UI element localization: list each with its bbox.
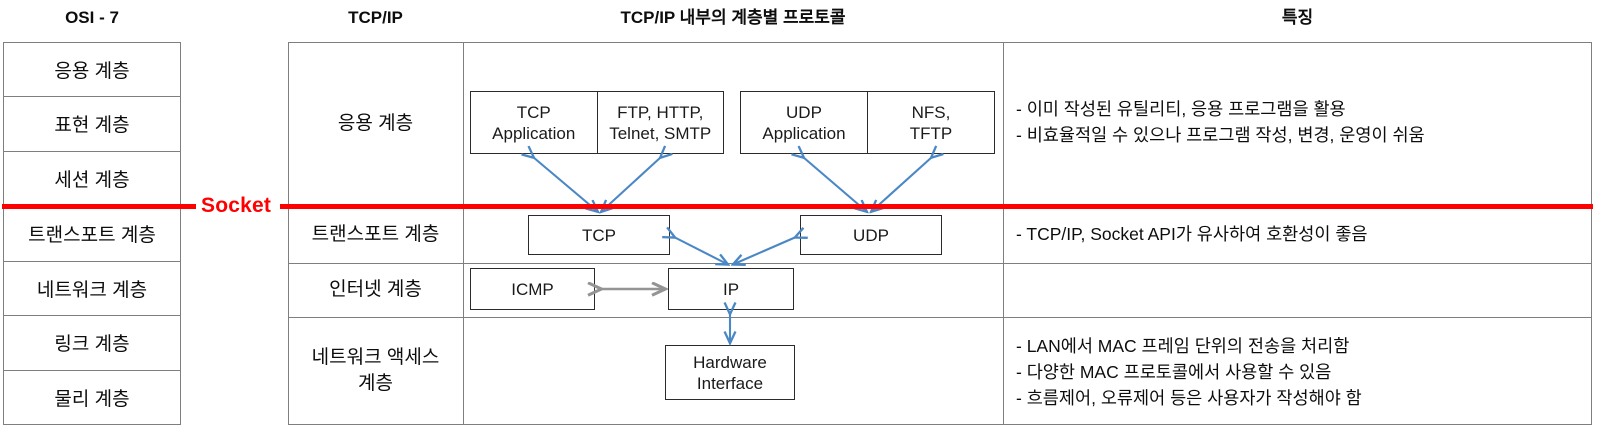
osi-table — [3, 42, 181, 425]
feature-text-transport: - TCP/IP, Socket API가 유사하여 호환성이 좋음 — [1016, 224, 1368, 244]
feature-text-application: - 이미 작성된 유틸리티, 응용 프로그램을 활용 - 비효율적일 수 있으나… — [1016, 99, 1425, 145]
udp-application-box[interactable]: UDP Application — [762, 102, 846, 143]
osi-divider — [3, 315, 181, 317]
udp-application-group: UDP Application NFS, TFTP — [740, 91, 995, 154]
osi-layer-link: 링크 계층 — [54, 334, 130, 355]
header-tcpip: TCP/IP — [348, 8, 403, 27]
tcp-application-group: TCP Application FTP, HTTP, Telnet, SMTP — [470, 91, 724, 154]
osi-divider — [3, 151, 181, 153]
tcp-application-box[interactable]: TCP Application — [492, 102, 576, 143]
tcpip-row-divider-internet-access — [288, 317, 1592, 319]
hardware-interface-box[interactable]: Hardware Interface — [665, 345, 795, 400]
socket-line-right — [280, 204, 1593, 209]
osi-layer-network: 네트워크 계층 — [36, 279, 148, 301]
ip-box[interactable]: IP — [668, 268, 794, 310]
header-osi: OSI - 7 — [65, 8, 119, 27]
osi-layer-session: 세션 계층 — [54, 170, 130, 191]
features-column-separator — [1003, 42, 1005, 425]
udp-box[interactable]: UDP — [800, 215, 942, 255]
tcpip-layer-transport: 트랜스포트 계층 — [311, 223, 440, 245]
osi-divider — [3, 96, 181, 98]
udp-protocols-box[interactable]: NFS, TFTP — [867, 92, 994, 153]
feature-text-network-access: - LAN에서 MAC 프레임 단위의 전송을 처리함 - 다양한 MAC 프로… — [1016, 336, 1362, 408]
tcpip-layer-network-access: 네트워크 액세스 계층 — [311, 347, 440, 394]
osi-layer-transport: 트랜스포트 계층 — [28, 225, 156, 246]
tcpip-row-divider-transport-internet — [288, 263, 1592, 265]
tcpip-column-separator — [463, 42, 465, 425]
socket-line-left — [2, 204, 196, 209]
icmp-box[interactable]: ICMP — [470, 268, 595, 310]
header-features: 특징 — [1281, 8, 1314, 27]
osi-layer-presentation: 표현 계층 — [54, 115, 130, 136]
osi-divider — [3, 261, 181, 263]
header-protocols: TCP/IP 내부의 계층별 프로토콜 — [620, 8, 846, 27]
tcpip-layer-internet: 인터넷 계층 — [329, 279, 422, 300]
socket-label: Socket — [201, 194, 272, 217]
tcpip-layer-application: 응용 계층 — [337, 113, 414, 134]
tcp-protocols-box[interactable]: FTP, HTTP, Telnet, SMTP — [596, 92, 724, 153]
osi-layer-physical: 물리 계층 — [54, 389, 130, 410]
osi-layer-application: 응용 계층 — [54, 60, 130, 82]
osi-divider — [3, 370, 181, 372]
tcp-box[interactable]: TCP — [528, 215, 670, 255]
